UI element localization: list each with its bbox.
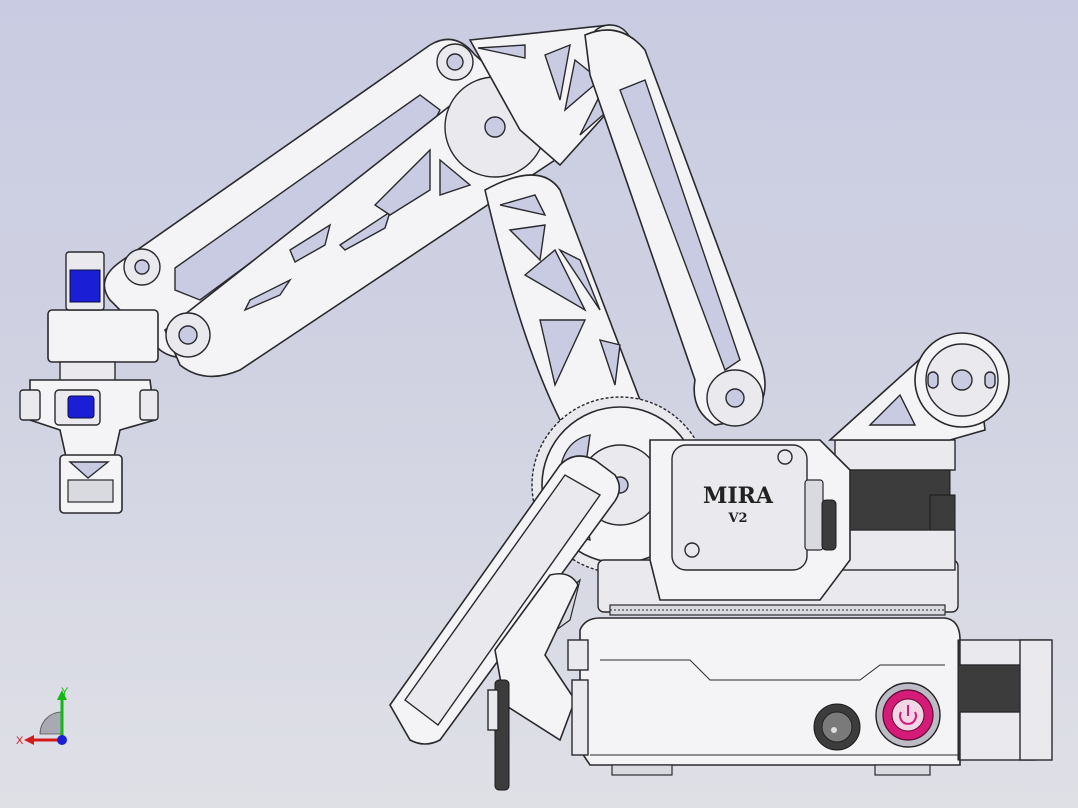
pendant-holder[interactable] xyxy=(487,572,579,791)
orientation-triad[interactable]: Y X xyxy=(10,684,80,754)
x-axis-label: X xyxy=(16,735,24,747)
lower-arm-lattice[interactable] xyxy=(484,174,641,421)
y-axis-label: Y xyxy=(61,686,69,698)
mira-control-box[interactable] xyxy=(649,439,851,601)
shoulder-stepper-motor[interactable] xyxy=(834,439,956,571)
rear-link[interactable] xyxy=(584,29,766,427)
power-button[interactable] xyxy=(875,682,941,748)
base-housing[interactable] xyxy=(567,617,1053,776)
upper-arm-link[interactable] xyxy=(103,38,531,359)
rotary-knob[interactable] xyxy=(813,703,861,751)
gripper-assembly[interactable] xyxy=(19,251,159,514)
logo-title: MIRA xyxy=(703,483,774,509)
logo-version: V2 xyxy=(727,511,747,526)
pulley-bracket[interactable] xyxy=(827,332,1010,441)
